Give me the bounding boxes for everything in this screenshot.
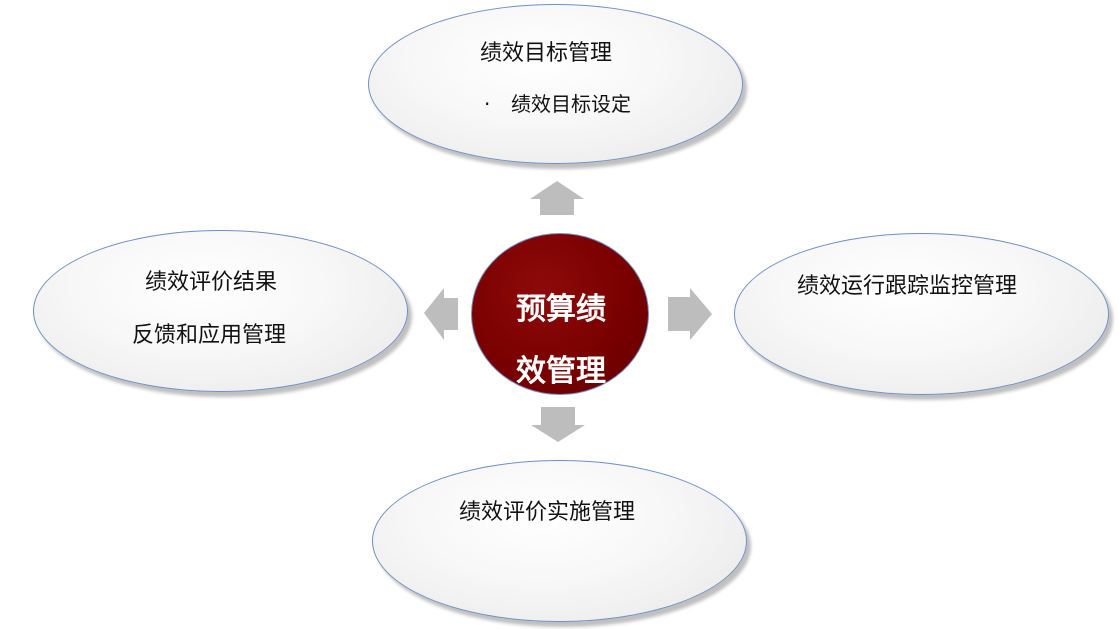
node-left-line1: 绩效评价结果	[145, 270, 278, 295]
arrow-right-icon	[668, 288, 712, 340]
arrow-up-icon	[530, 181, 584, 215]
node-top-item: 绩效目标设定	[511, 92, 631, 116]
center-label: 预算绩 效管理	[472, 279, 648, 394]
node-top-title: 绩效目标管理	[480, 41, 613, 66]
node-right-oval	[734, 233, 1109, 395]
node-right-title: 绩效运行跟踪监控管理	[797, 274, 1018, 299]
node-left-oval	[33, 230, 408, 392]
node-top-bullet: ·	[484, 92, 491, 116]
center-label-line1: 预算绩	[516, 292, 606, 327]
arrow-left-icon	[424, 288, 458, 340]
node-top-oval	[368, 4, 743, 164]
node-left-line2: 反馈和应用管理	[132, 323, 287, 348]
center-node: 预算绩 效管理	[471, 233, 649, 395]
node-bottom-title: 绩效评价实施管理	[459, 500, 636, 525]
center-label-line2: 效管理	[516, 354, 606, 389]
arrow-down-icon	[531, 407, 585, 442]
node-bottom-oval	[372, 460, 747, 622]
